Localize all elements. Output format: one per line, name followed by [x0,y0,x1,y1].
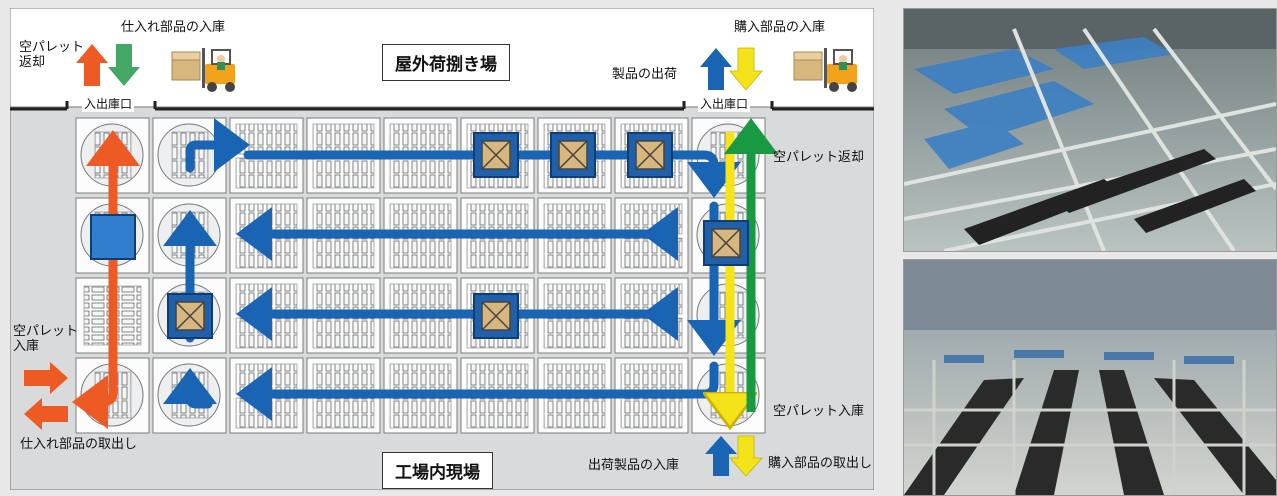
empty-pallet [90,214,136,260]
left-side-arrows [24,362,68,430]
conveyor-storage-photo-bottom [903,259,1277,496]
empty-pallet-in-right-label: 空パレット入庫 [773,404,865,419]
shipping-products-in-label: 出荷製品の入庫 [588,458,680,473]
parts-out-left-label: 仕入れ部品の取出し [20,437,138,452]
orange-flow-path [72,130,140,429]
purchased-parts-out-label: 購入部品の取出し [768,456,873,471]
cargo-pallets [90,132,749,339]
conveyor-storage-photo-top [903,8,1277,252]
purchased-parts-in-label: 購入部品の入庫 [734,20,826,35]
forklift-icon-left [171,48,235,92]
product-shipping-label: 製品の出荷 [612,67,678,82]
top-left-arrows [76,44,140,86]
empty-pallet-in-left-label: 空パレット 入庫 [13,324,79,354]
empty-pallet-return-top-label: 空パレット 返却 [19,40,85,70]
bottom-right-arrows [705,435,763,477]
storage-flow-diagram [10,8,874,490]
parts-in-top-left-label: 仕入れ部品の入庫 [121,20,226,35]
right-port-label: 入出庫口 [698,97,751,112]
top-right-arrows [700,47,763,91]
empty-pallet-return-right-label: 空パレット返却 [773,150,865,165]
factory-floor-label: 工場内現場 [382,452,493,489]
outdoor-area-label: 屋外荷捌き場 [382,44,510,81]
forklift-icon-right [793,48,857,92]
left-port-label: 入出庫口 [82,97,135,112]
